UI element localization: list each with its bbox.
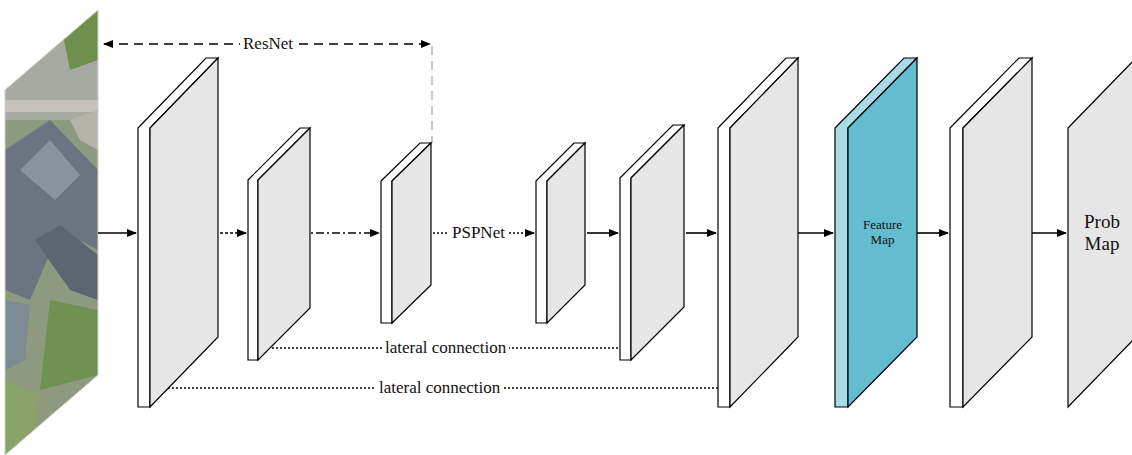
slab-side (536, 143, 585, 323)
connection-label: lateral connection (376, 379, 503, 398)
slab-side (138, 58, 218, 407)
node-label: Feature Map (851, 218, 914, 248)
connection-label: lateral connection (382, 339, 509, 358)
span-label: ResNet (240, 35, 296, 54)
slab-front (150, 58, 218, 407)
feature-slabs (138, 58, 1032, 407)
slab-side (381, 143, 431, 323)
feature-map-slab: Feature Map (835, 58, 917, 407)
slab-front (631, 125, 684, 360)
slab-front (547, 143, 585, 323)
node-label: Prob Map (1071, 211, 1132, 255)
slab-front (848, 58, 917, 407)
slab-front (392, 143, 431, 323)
slab-front (963, 58, 1032, 407)
slab-front (258, 128, 310, 360)
slab-front (1068, 58, 1132, 407)
slab-side (248, 128, 310, 360)
slab-side (835, 58, 917, 407)
slab-side (950, 58, 1032, 407)
stage-label: PSPNet (449, 224, 508, 243)
slab-side (718, 58, 798, 407)
slab-front (730, 58, 798, 407)
slab-side (620, 125, 684, 360)
aerial-image (0, 0, 100, 455)
prob-map-slab: Prob Map (1068, 58, 1132, 407)
